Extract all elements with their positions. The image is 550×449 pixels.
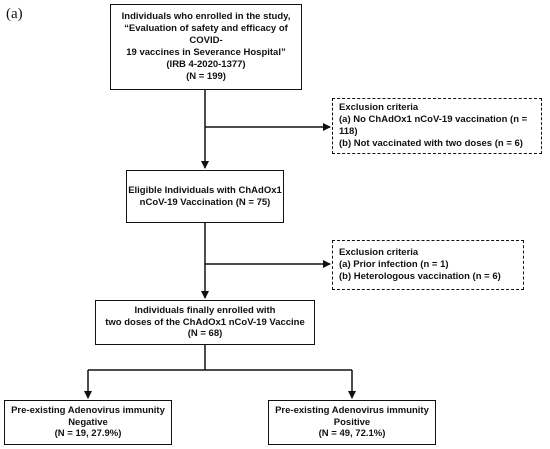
enrolled-line4: (IRB 4-2020-1377): [166, 58, 246, 70]
final-line3: (N = 68): [187, 328, 223, 340]
enrolled-line2: “Evaluation of safety and efficacy of CO…: [124, 23, 288, 47]
negative-line1: Pre-existing Adenovirus immunity: [11, 404, 165, 416]
negative-line2: Negative: [68, 416, 108, 428]
eligible-line2: nCoV-19 Vaccination (N = 75): [139, 196, 271, 208]
exclusion1-title: Exclusion criteria: [339, 102, 419, 114]
exclusion1-item-b: (b) Not vaccinated with two doses (n = 6…: [339, 137, 523, 149]
enrolled-line3: 19 vaccines in Severance Hospital”: [126, 47, 286, 58]
exclusion-criteria-box-2: Exclusion criteria (a) Prior infection (…: [332, 240, 524, 290]
eligible-line1: Eligible Individuals with ChAdOx1: [128, 184, 282, 196]
enrolled-box: Individuals who enrolled in the study, “…: [110, 4, 302, 90]
enrolled-line5: (N = 199): [186, 70, 226, 82]
negative-group-box: Pre-existing Adenovirus immunity Negativ…: [4, 400, 172, 445]
positive-line2: Positive: [333, 416, 371, 428]
final-enrolled-box: Individuals finally enrolled with two do…: [95, 300, 315, 345]
positive-group-box: Pre-existing Adenovirus immunity Positiv…: [268, 400, 436, 445]
positive-line3: (N = 49, 72.1%): [318, 428, 386, 440]
exclusion-criteria-box-1: Exclusion criteria (a) No ChAdOx1 nCoV-1…: [332, 98, 542, 154]
exclusion2-title: Exclusion criteria: [339, 247, 419, 259]
panel-label: (a): [6, 6, 23, 22]
positive-line1: Pre-existing Adenovirus immunity: [275, 404, 429, 416]
exclusion2-item-b: (b) Heterologous vaccination (n = 6): [339, 270, 501, 282]
enrolled-line1: Individuals who enrolled in the study,: [121, 11, 291, 23]
exclusion2-item-a: (a) Prior infection (n = 1): [339, 259, 449, 271]
final-line1: Individuals finally enrolled with: [134, 304, 276, 316]
final-line2: two doses of the ChAdOx1 nCoV-19 Vaccine: [105, 316, 305, 328]
exclusion1-item-a: (a) No ChAdOx1 nCoV-19 vaccination (n = …: [339, 114, 528, 137]
eligible-box: Eligible Individuals with ChAdOx1 nCoV-1…: [126, 170, 284, 223]
negative-line3: (N = 19, 27.9%): [54, 428, 122, 440]
